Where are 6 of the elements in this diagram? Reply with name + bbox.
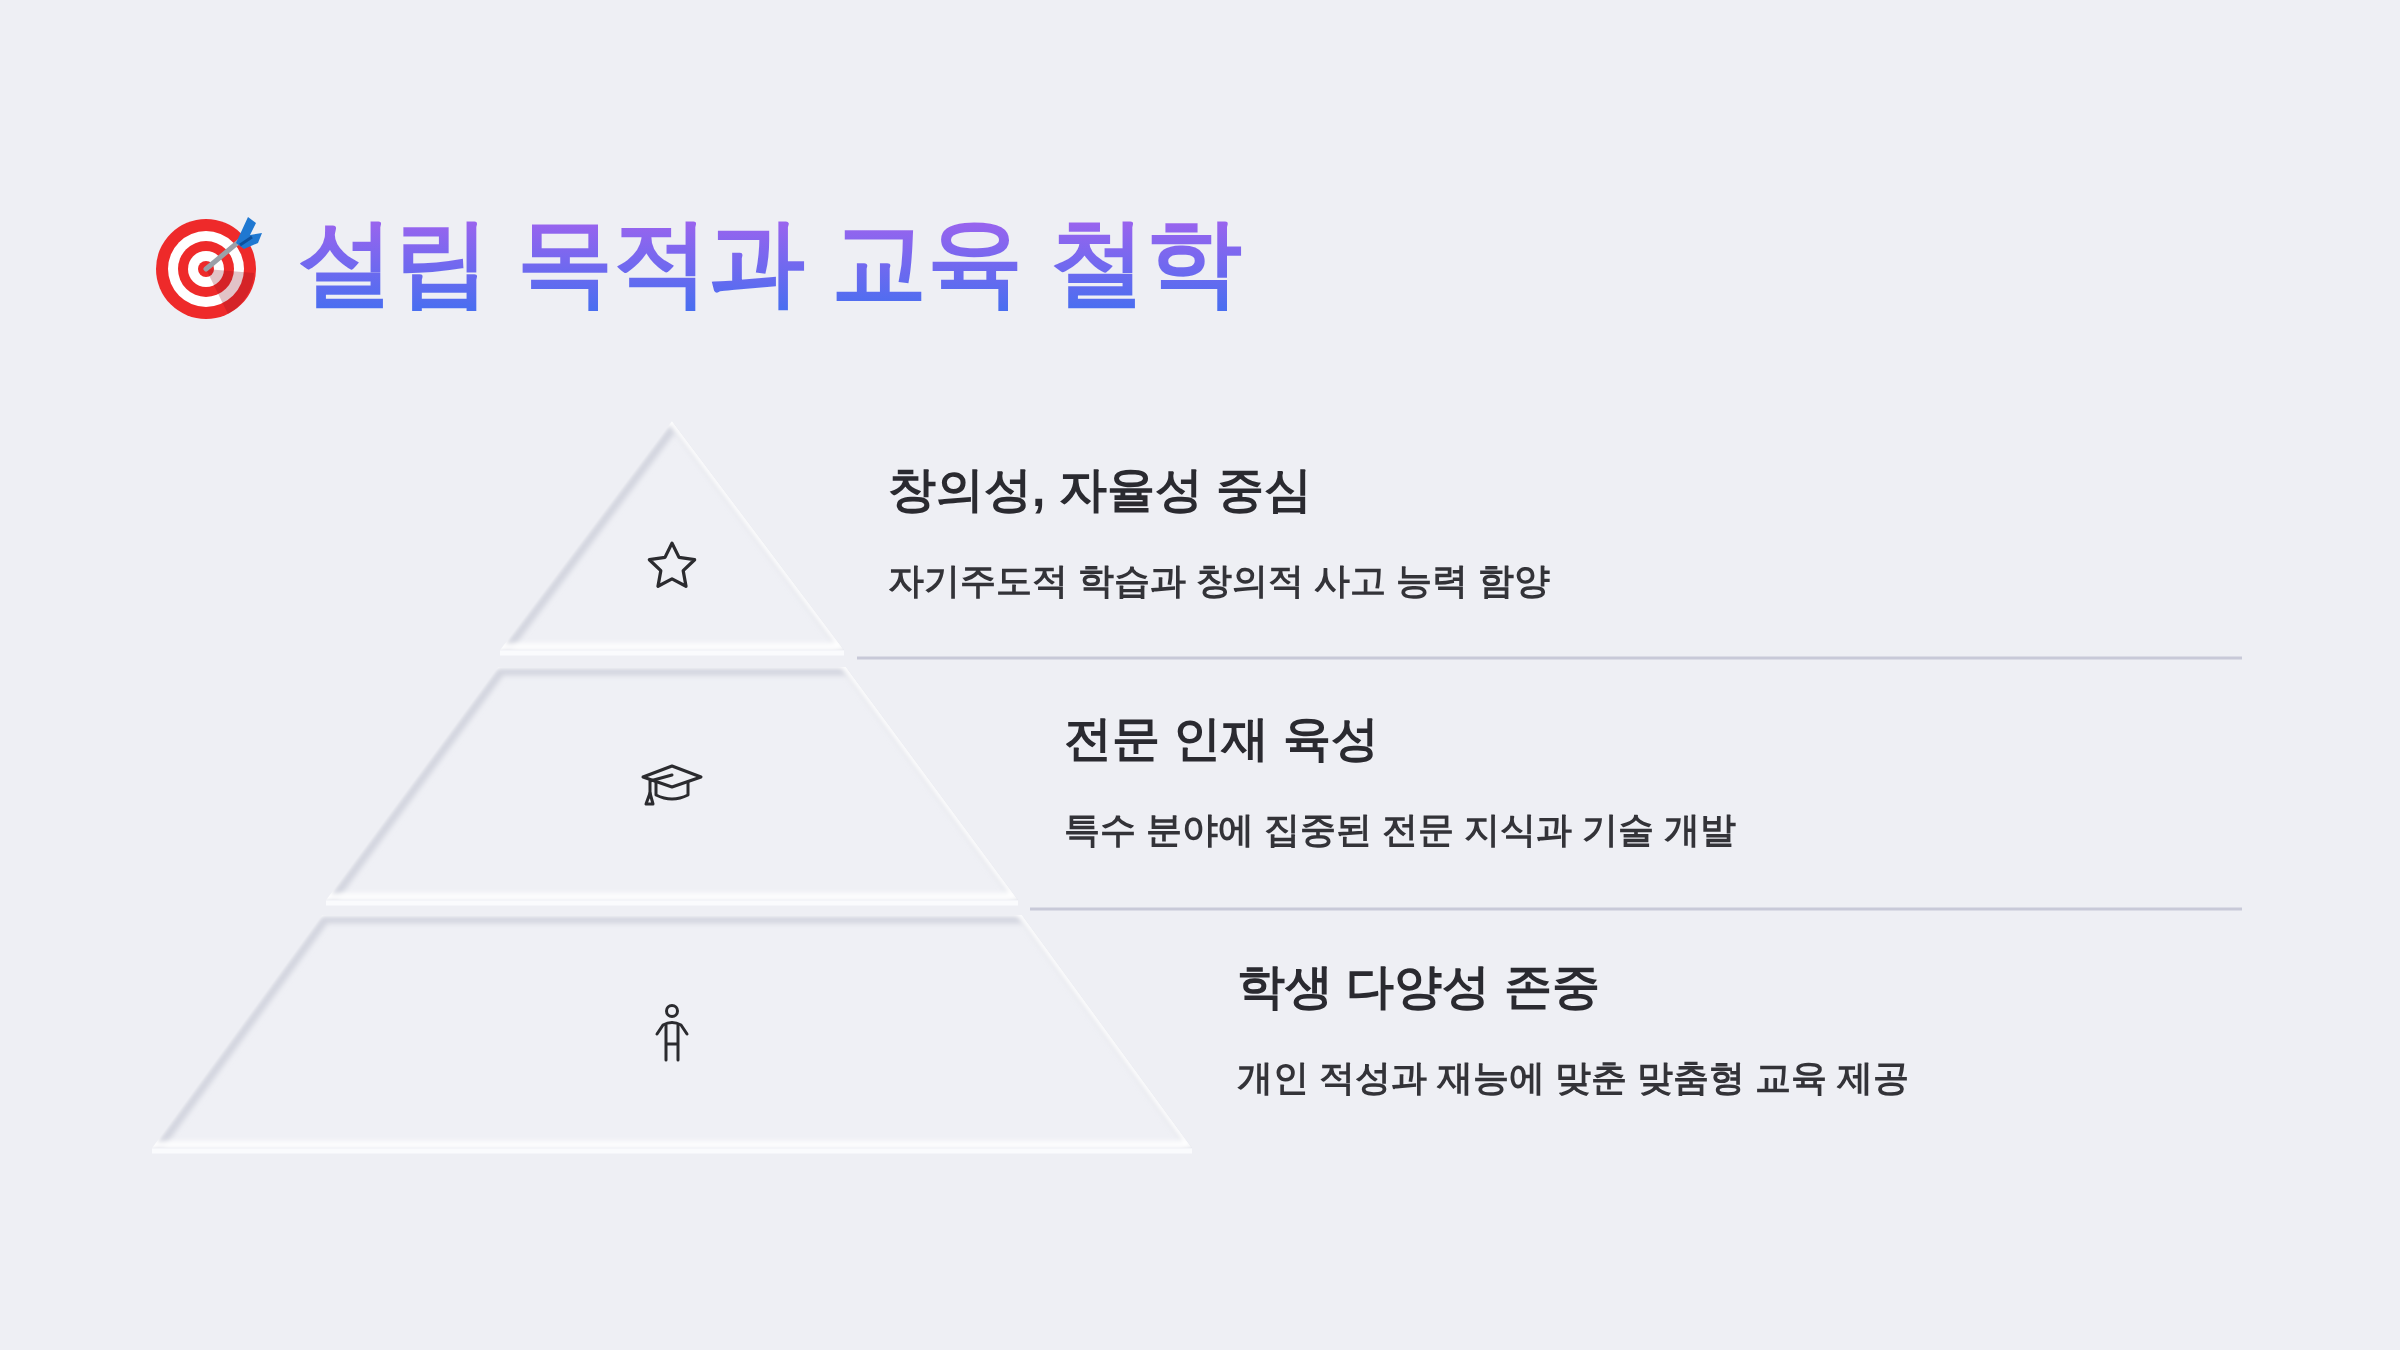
heading: 창의성, 자율성 중심 xyxy=(888,462,1312,519)
heading: 학생 다양성 존중 xyxy=(1237,959,1600,1016)
description: 자기주도적 학습과 창의적 사고 능력 함양 xyxy=(888,559,1550,603)
description: 특수 분야에 집중된 전문 지식과 기술 개발 xyxy=(1064,808,1736,852)
description: 개인 적성과 재능에 맞춘 맞춤형 교육 제공 xyxy=(1237,1056,1909,1100)
heading: 전문 인재 육성 xyxy=(1064,711,1379,768)
